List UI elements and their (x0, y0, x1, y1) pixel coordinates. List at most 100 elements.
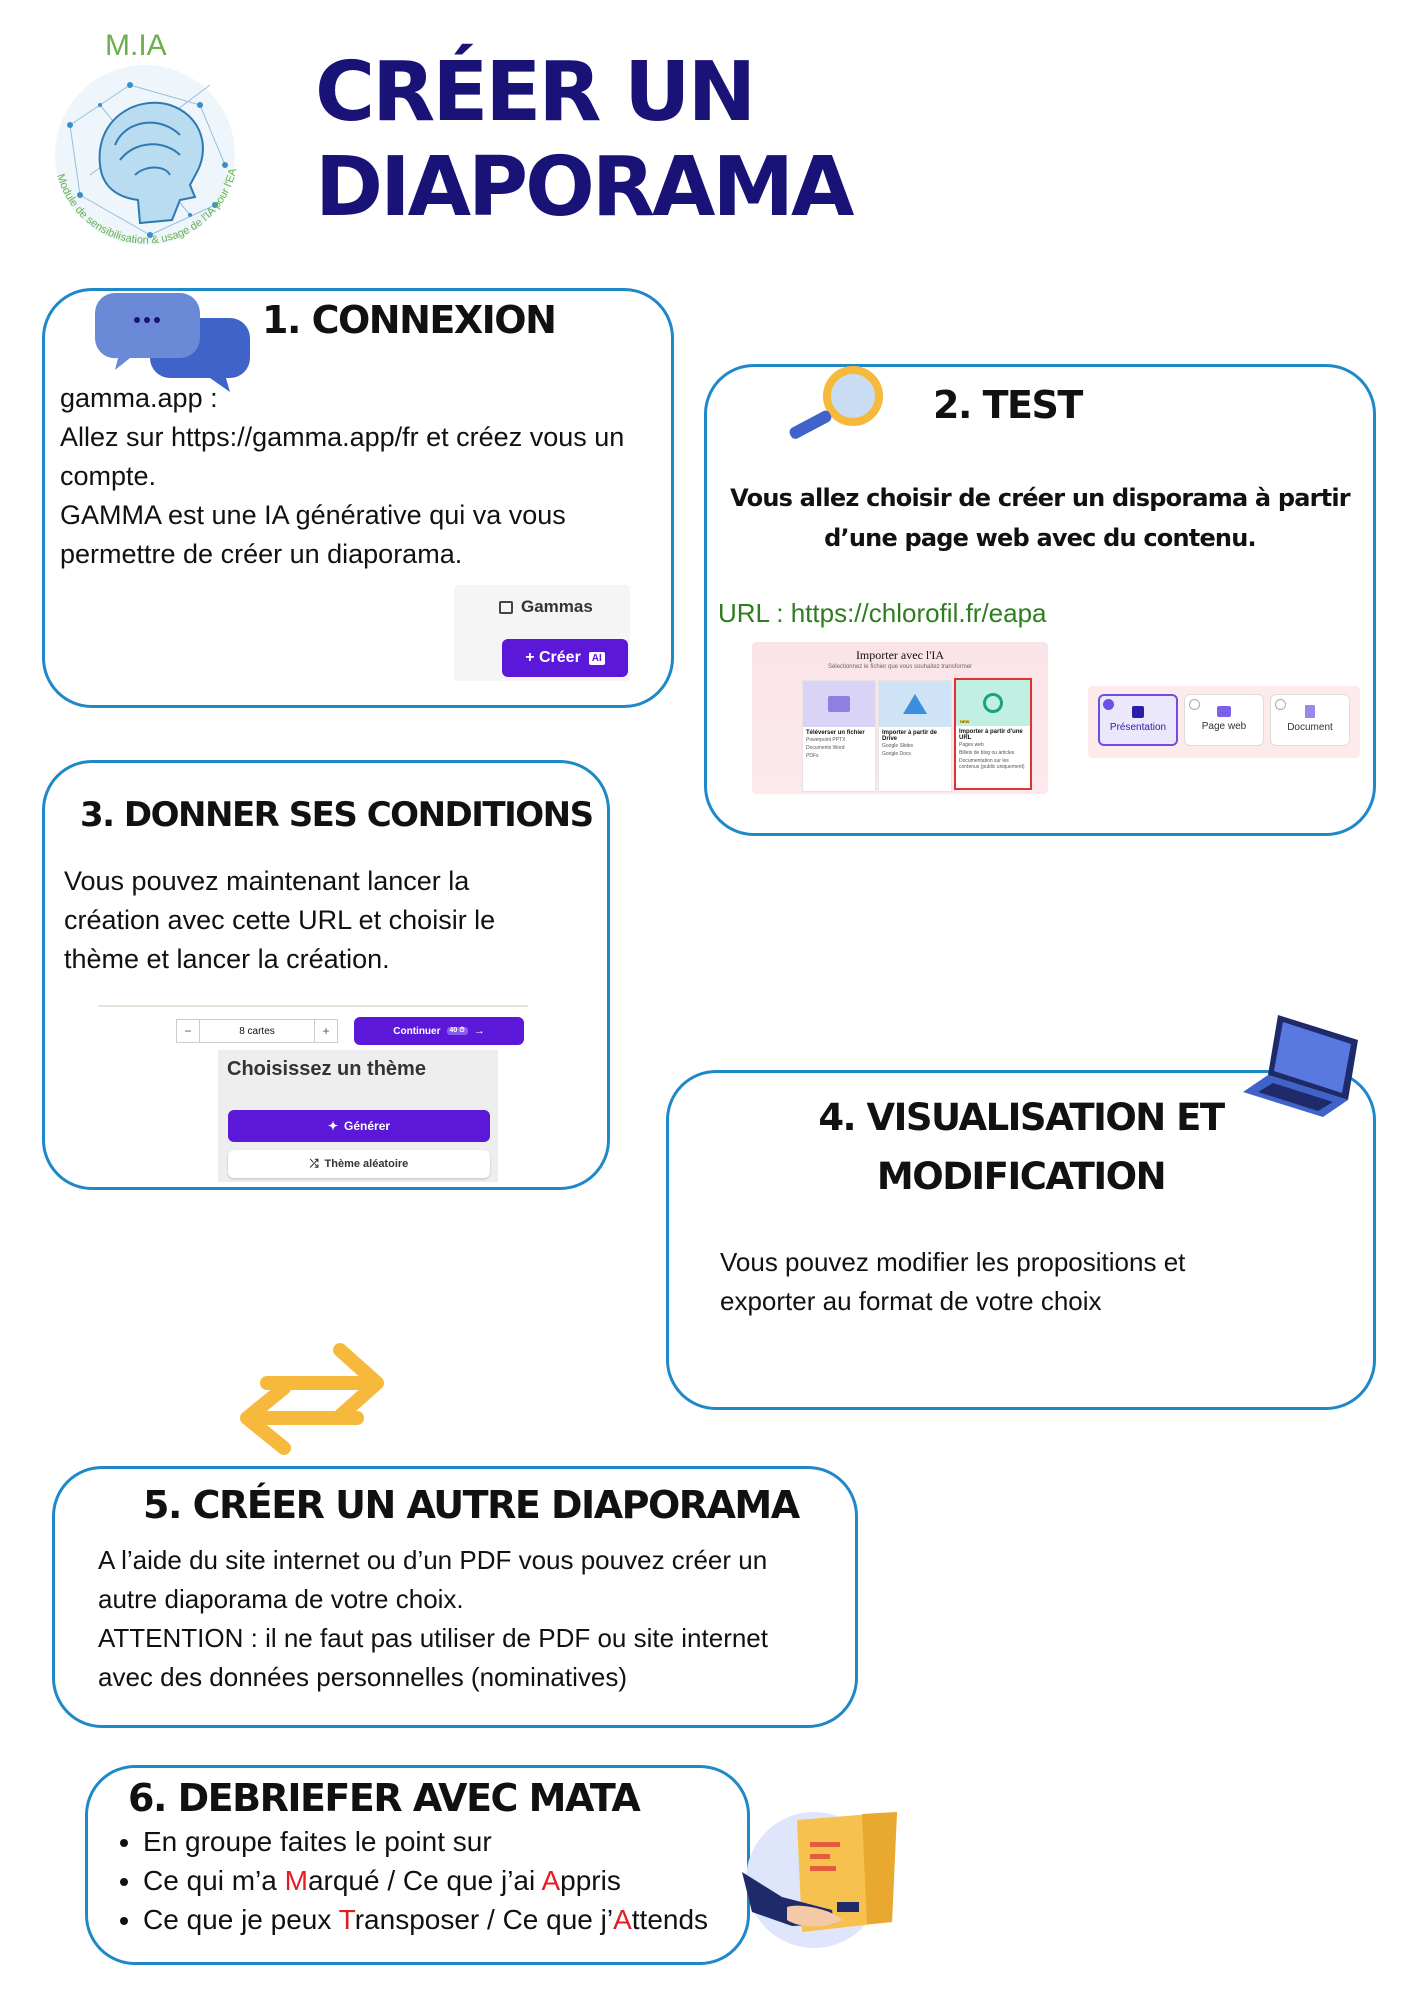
step3-line: thème et lancer la création. (64, 944, 390, 974)
ai-badge: AI (588, 651, 605, 665)
import-card-drive[interactable]: Importer à partir de Drive Google Slides… (878, 680, 952, 792)
import-card-item: Documentation sur les contenus (public u… (959, 758, 1025, 770)
format-option-document[interactable]: Document (1270, 694, 1350, 746)
import-subheader: Sélectionnez le fichier que vous souhait… (827, 664, 973, 670)
import-card-title: Importer à partir d'une URL (959, 729, 1023, 741)
slides-icon (1132, 706, 1144, 718)
import-card-url[interactable]: NEW Importer à partir d'une URL Pages we… (954, 678, 1032, 790)
step6-bullets: En groupe faites le point sur Ce qui m’a … (113, 1822, 708, 1939)
radio-icon (1275, 699, 1286, 710)
create-label: + Créer (525, 649, 581, 666)
format-option-label: Présentation (1109, 722, 1167, 733)
exchange-arrows-icon (240, 1343, 384, 1455)
step2-title: 2. TEST (933, 383, 1083, 427)
bullet-text: ppris (560, 1865, 621, 1896)
debrief-bullet: En groupe faites le point sur (143, 1822, 708, 1861)
bullet-text: Ce que je peux (143, 1904, 339, 1935)
bullet-text: arqué / Ce que j’ai (307, 1865, 542, 1896)
step5-line: A l’aide du site internet ou d’un PDF vo… (98, 1545, 768, 1575)
import-card-item: Billets de blog ou articles (959, 750, 1015, 756)
import-card-title: Importer à partir de Drive (882, 730, 938, 742)
step2-bold-line: Vous allez choisir de créer un disporama… (730, 484, 1350, 512)
generate-label: Générer (344, 1119, 391, 1133)
format-choice-screenshot: Présentation Page web Document (1088, 686, 1360, 758)
step5-card (52, 1466, 858, 1728)
step4-line: exporter au format de votre choix (720, 1286, 1102, 1316)
random-theme-button[interactable]: ⤮ Thème aléatoire (228, 1150, 490, 1178)
import-card-item: PDFs (806, 753, 819, 759)
chat-bubbles-icon (95, 293, 250, 392)
step2-bold-text: Vous allez choisir de créer un disporama… (704, 478, 1376, 558)
document-icon (1305, 705, 1315, 718)
step5-line: ATTENTION : il ne faut pas utiliser de P… (98, 1623, 768, 1653)
step2-bold-line: d’une page web avec du contenu. (824, 524, 1256, 552)
debrief-bullet: Ce qui m’a Marqué / Ce que j’ai Appris (143, 1861, 708, 1900)
step1-line: Allez sur https://gamma.app/fr et créez … (60, 422, 625, 452)
cards-count-field[interactable]: 8 cartes (200, 1019, 314, 1043)
step5-title: 5. CRÉER UN AUTRE DIAPORAMA (143, 1483, 800, 1527)
gammas-item[interactable]: Gammas (499, 597, 593, 617)
step1-line: GAMMA est une IA générative qui va vous (60, 500, 566, 530)
logo: M.IA Module de sensibilisation & usage d… (40, 25, 250, 255)
step4-line: Vous pouvez modifier les propositions et (720, 1247, 1186, 1277)
step4-title: 4. VISUALISATION ET MODIFICATION (666, 1088, 1376, 1206)
create-button[interactable]: + Créer AI (502, 639, 628, 677)
step4-card (666, 1070, 1376, 1410)
step5-text: A l’aide du site internet ou d’un PDF vo… (98, 1541, 768, 1697)
step2-url[interactable]: URL : https://chlorofil.fr/eapa (718, 598, 1047, 628)
arrow-right-icon: → (473, 1025, 485, 1037)
stack-icon (499, 600, 513, 614)
bullet-text: ttends (631, 1904, 709, 1935)
webpage-icon (1217, 706, 1231, 717)
step1-line: compte. (60, 461, 157, 491)
generate-button[interactable]: ✦ Générer (228, 1110, 490, 1142)
step1-text: gamma.app : Allez sur https://gamma.app/… (60, 379, 624, 574)
import-card-file[interactable]: Téléverser un fichier Powerpoint PPTX Do… (802, 680, 876, 792)
step1-line: permettre de créer un diaporama. (60, 539, 463, 569)
step6-card (85, 1765, 750, 1965)
folder-icon (803, 681, 875, 727)
theme-screenshot: Choisissez un thème ✦ Générer ⤮ Thème al… (218, 1050, 498, 1182)
logo-label: M.IA (105, 29, 167, 62)
step3-line: création avec cette URL et choisir le (64, 905, 496, 935)
step3-text: Vous pouvez maintenant lancer la créatio… (64, 862, 495, 979)
package-delivery-icon (742, 1812, 897, 1948)
increase-cards-button[interactable]: + (314, 1019, 338, 1043)
step4-text: Vous pouvez modifier les propositions et… (720, 1243, 1185, 1321)
step4-title-line: 4. VISUALISATION ET (818, 1096, 1225, 1139)
step3-line: Vous pouvez maintenant lancer la (64, 866, 470, 896)
continue-label: Continuer (393, 1025, 441, 1037)
brain-head-icon (55, 65, 235, 245)
sparkle-icon: ✦ (327, 1119, 339, 1133)
page-title-line1: CRÉER UN (315, 45, 756, 140)
continue-button[interactable]: Continuer 40 ⏱ → (354, 1017, 524, 1045)
step5-line: autre diaporama de votre choix. (98, 1584, 464, 1614)
import-card-item: Documents Word (806, 745, 845, 751)
gamma-create-screenshot: Gammas + Créer AI (454, 585, 630, 681)
step1-line: gamma.app : (60, 383, 218, 413)
format-option-label: Page web (1201, 721, 1247, 732)
format-option-presentation[interactable]: Présentation (1098, 694, 1178, 746)
laptop-icon (1243, 1015, 1358, 1117)
bullet-text: En groupe faites le point sur (143, 1826, 492, 1857)
import-card-item: Powerpoint PPTX (806, 737, 846, 743)
svg-text:Module de sensibilisation & us: Module de sensibilisation & usage de l'I… (54, 166, 239, 246)
debrief-bullet: Ce que je peux Transposer / Ce que j’Att… (143, 1900, 708, 1939)
radio-icon (1189, 699, 1200, 710)
import-header: Importer avec l'IA (855, 648, 945, 662)
format-option-webpage[interactable]: Page web (1184, 694, 1264, 746)
format-option-label: Document (1287, 722, 1333, 733)
highlight-letter: T (338, 1904, 355, 1935)
logo-ring-text: Module de sensibilisation & usage de l'I… (54, 166, 239, 246)
shuffle-icon: ⤮ (309, 1157, 319, 1170)
theme-heading: Choisissez un thème (227, 1058, 426, 1080)
step6-title: 6. DEBRIEFER AVEC MATA (128, 1776, 641, 1820)
import-card-title: Téléverser un fichier (806, 730, 865, 736)
drive-icon (879, 681, 951, 727)
gammas-label: Gammas (521, 597, 593, 616)
page-title-line2: DIAPORAMA (315, 140, 855, 235)
highlight-letter: M (284, 1865, 308, 1896)
step5-line: avec des données personnelles (nominativ… (98, 1662, 627, 1692)
decrease-cards-button[interactable]: − (176, 1019, 200, 1043)
bullet-text: Ce qui m’a (143, 1865, 285, 1896)
